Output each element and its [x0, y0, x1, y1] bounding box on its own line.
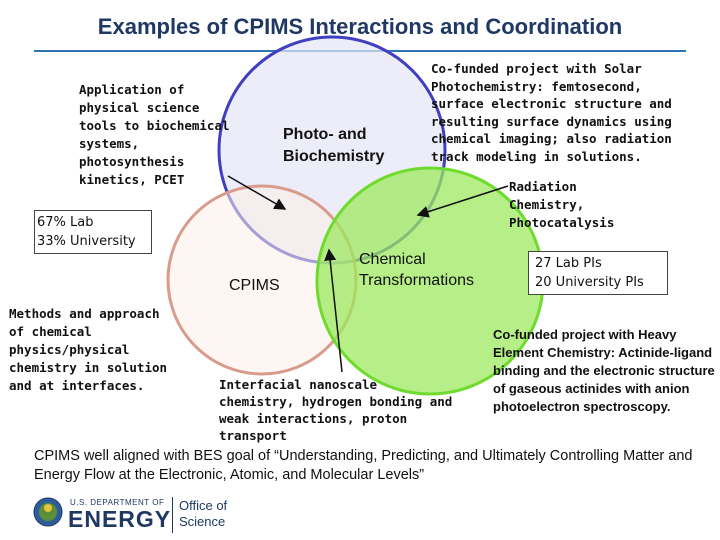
doe-seal-icon	[33, 497, 63, 527]
university-pis: 20 University PIs	[535, 275, 644, 290]
chemical-transformations-label: Chemical Transformations	[359, 251, 474, 289]
pi-counts-box: 27 Lab PIs 20 University PIs	[528, 251, 668, 295]
lab-pis: 27 Lab PIs	[535, 256, 602, 271]
cpims-label: CPIMS	[229, 277, 280, 294]
doe-department-text: U.S. DEPARTMENT OF	[70, 498, 165, 507]
methods-note: Methods and approach of chemical physics…	[9, 306, 168, 393]
office-line-1: Office of	[179, 498, 228, 513]
radiation-chemistry-note: Radiation Chemistry, Photocatalysis	[509, 179, 615, 230]
heavy-element-note: Co-funded project with Heavy Element Che…	[493, 327, 715, 414]
university-percent: 33% University	[37, 234, 136, 249]
interfacial-note: Interfacial nanoscale chemistry, hydroge…	[219, 377, 453, 443]
office-line-2: Science	[179, 514, 226, 529]
solar-cofunded-note: Co-funded project with Solar Photochemis…	[431, 61, 672, 164]
bes-goal-statement: CPIMS well aligned with BES goal of “Und…	[34, 448, 693, 483]
arrow-to-photo-overlap	[227, 175, 287, 210]
arrow-to-center-overlap	[324, 248, 343, 373]
lab-university-split-box: 67% Lab 33% University	[34, 210, 152, 254]
physical-science-tools-note: Application of physical science tools to…	[79, 82, 230, 187]
office-of-science-text: Office of Science	[179, 498, 227, 530]
lab-percent: 67% Lab	[37, 215, 94, 230]
doe-energy-text: ENERGY	[68, 506, 172, 532]
arrow-from-radiation	[416, 185, 509, 218]
logo-divider	[172, 497, 173, 533]
photo-biochemistry-label: Photo- and Biochemistry	[283, 126, 385, 165]
page-title: Examples of CPIMS Interactions and Coord…	[97, 14, 623, 39]
